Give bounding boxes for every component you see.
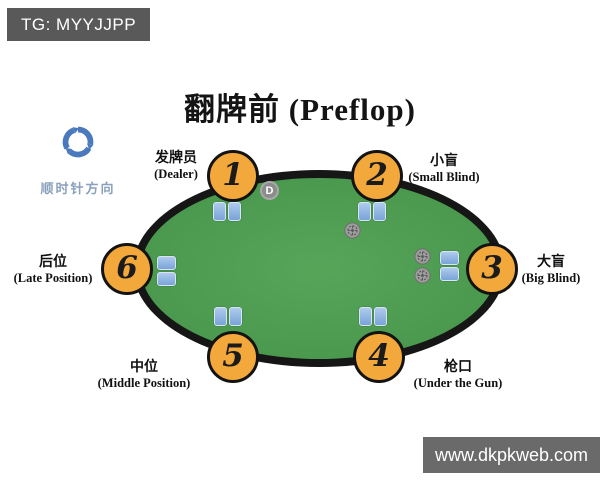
label-under-the-gun: 枪口 (Under the Gun) bbox=[414, 360, 503, 391]
card-back-icon bbox=[440, 267, 459, 281]
label-cn: 小盲 bbox=[429, 154, 458, 169]
big-blind-chip-icon bbox=[414, 267, 431, 284]
card-back-icon bbox=[229, 307, 242, 326]
hole-cards-seat-1 bbox=[213, 202, 241, 221]
hole-cards-seat-6 bbox=[157, 256, 176, 286]
hole-cards-seat-5 bbox=[214, 307, 242, 326]
clockwise-arrows-icon bbox=[62, 126, 94, 158]
seat-4-under-the-gun: 4 bbox=[353, 331, 405, 383]
label-middle-position: 中位 (Middle Position) bbox=[98, 360, 191, 391]
label-cn: 后位 bbox=[39, 255, 67, 270]
label-cn: 大盲 bbox=[536, 255, 565, 270]
label-cn: 枪口 bbox=[443, 360, 472, 375]
seat-number: 2 bbox=[366, 156, 388, 193]
tg-badge: TG: MYYJJPP bbox=[7, 8, 151, 41]
seat-number: 6 bbox=[116, 249, 138, 286]
label-en: (Under the Gun) bbox=[413, 376, 503, 390]
hole-cards-seat-3 bbox=[440, 251, 459, 281]
card-back-icon bbox=[228, 202, 241, 221]
label-en: (Small Blind) bbox=[408, 170, 480, 184]
card-back-icon bbox=[358, 202, 371, 221]
clockwise-label: 顺时针方向 bbox=[40, 181, 116, 196]
card-back-icon bbox=[157, 256, 176, 270]
card-back-icon bbox=[213, 202, 226, 221]
card-back-icon bbox=[214, 307, 227, 326]
seat-6-late-position: 6 bbox=[101, 243, 153, 295]
label-en: (Late Position) bbox=[13, 271, 93, 285]
label-en: (Middle Position) bbox=[97, 376, 191, 390]
hole-cards-seat-4 bbox=[359, 307, 387, 326]
label-en: (Big Blind) bbox=[521, 271, 581, 285]
seat-number: 5 bbox=[222, 337, 244, 374]
hole-cards-seat-2 bbox=[358, 202, 386, 221]
seat-2-small-blind: 2 bbox=[351, 150, 403, 202]
label-late-position: 后位 (Late Position) bbox=[14, 255, 93, 286]
website-badge: www.dkpkweb.com bbox=[423, 437, 600, 473]
dealer-button: D bbox=[260, 181, 279, 200]
card-back-icon bbox=[373, 202, 386, 221]
label-big-blind: 大盲 (Big Blind) bbox=[522, 255, 581, 286]
seat-5-middle-position: 5 bbox=[207, 331, 259, 383]
seat-number: 4 bbox=[368, 337, 390, 374]
seat-1-dealer: 1 bbox=[207, 150, 259, 202]
small-blind-chip-icon bbox=[344, 222, 361, 239]
card-back-icon bbox=[359, 307, 372, 326]
card-back-icon bbox=[374, 307, 387, 326]
card-back-icon bbox=[440, 251, 459, 265]
seat-3-big-blind: 3 bbox=[466, 243, 518, 295]
big-blind-chip-icon bbox=[414, 248, 431, 265]
page-title: 翻牌前 (Preflop) bbox=[184, 92, 416, 127]
label-cn: 中位 bbox=[130, 360, 158, 375]
label-en: (Dealer) bbox=[154, 167, 198, 181]
label-small-blind: 小盲 (Small Blind) bbox=[408, 154, 479, 185]
label-cn: 发牌员 bbox=[154, 151, 197, 166]
dealer-button-label: D bbox=[265, 184, 274, 197]
card-back-icon bbox=[157, 272, 176, 286]
seat-number: 3 bbox=[481, 249, 503, 286]
label-dealer: 发牌员 (Dealer) bbox=[154, 151, 198, 182]
seat-number: 1 bbox=[222, 156, 244, 193]
